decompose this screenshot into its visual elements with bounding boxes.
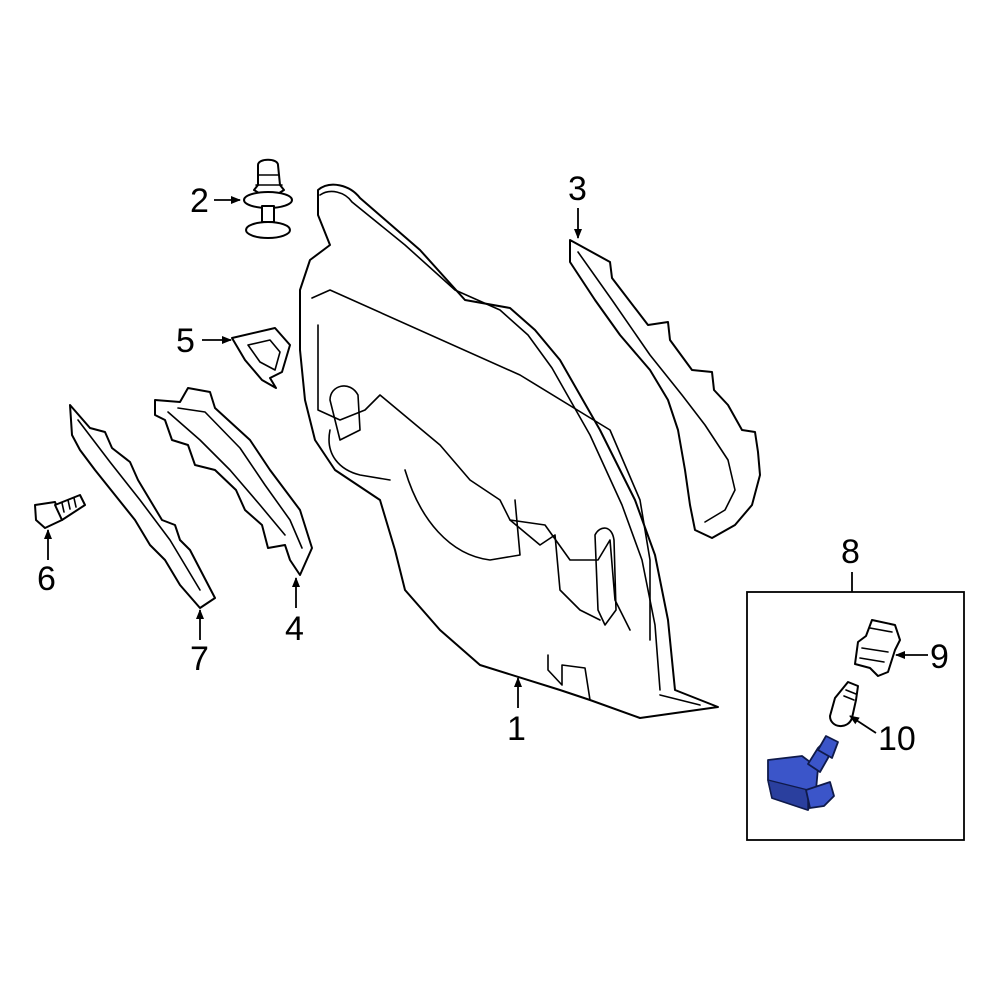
part-8-lamp-assembly[interactable] — [767, 735, 839, 811]
part-9-socket[interactable] — [854, 619, 901, 677]
part-4-side-trim-strip[interactable] — [154, 387, 313, 576]
part-6-screw[interactable] — [34, 494, 86, 529]
part-7-lower-trim-strip[interactable] — [69, 404, 216, 609]
callout-6: 6 — [37, 560, 56, 598]
part-1-quarter-trim-panel[interactable] — [299, 183, 719, 719]
callout-3: 3 — [568, 170, 587, 208]
callout-5: 5 — [176, 322, 195, 360]
callout-2: 2 — [190, 182, 209, 220]
part-2-push-pin-clip[interactable] — [243, 158, 293, 239]
leader-lines — [44, 196, 928, 734]
callout-9: 9 — [930, 638, 949, 676]
inset-frame-part-8 — [746, 591, 965, 841]
callout-10: 10 — [878, 720, 916, 758]
callout-1: 1 — [507, 710, 526, 748]
part-5-bracket[interactable] — [231, 327, 291, 389]
part-10-bulb[interactable] — [829, 681, 859, 727]
callout-8: 8 — [841, 533, 860, 571]
callout-4: 4 — [285, 610, 304, 648]
part-3-upper-trim-strip[interactable] — [569, 239, 761, 539]
callout-7: 7 — [190, 640, 209, 678]
